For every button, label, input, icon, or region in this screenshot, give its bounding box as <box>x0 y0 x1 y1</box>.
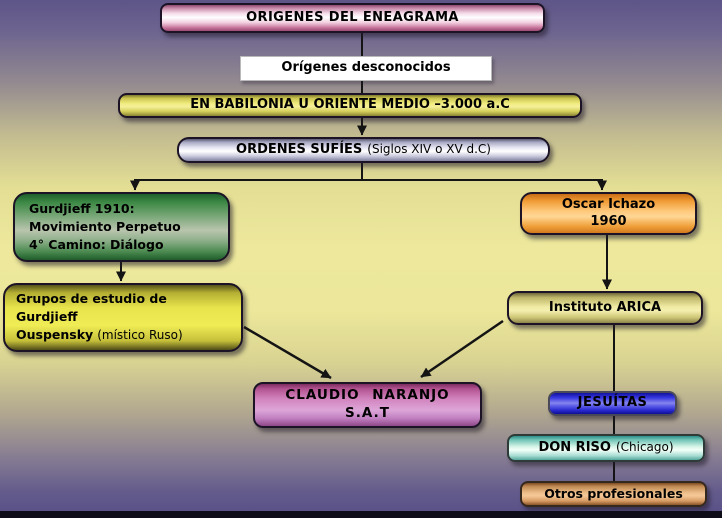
node-grupos-estudio-line3-detail: (místico Ruso) <box>97 328 183 343</box>
node-otros-profesionales-label: Otros profesionales <box>544 485 683 501</box>
connector-arica-to-naranjo-arrow <box>420 319 504 379</box>
node-otros-profesionales: Otros profesionales <box>520 481 707 507</box>
node-claudio-naranjo: CLAUDIO NARANJO S.A.T <box>253 382 482 428</box>
node-oscar-ichazo-line2: 1960 <box>590 213 627 229</box>
node-oscar-ichazo-line1: Oscar Ichazo <box>561 196 656 212</box>
node-don-riso-label: DON RISO <box>538 439 611 455</box>
node-claudio-naranjo-line1: CLAUDIO NARANJO <box>285 387 450 404</box>
node-grupos-estudio-line2: Gurdjieff <box>16 309 78 325</box>
node-gurdjieff-line2: Movimiento Perpetuo <box>29 218 181 234</box>
node-origenes-desconocidos: Orígenes desconocidos <box>240 56 492 81</box>
connector-study-to-naranjo-arrow <box>243 325 332 380</box>
node-babilonia-label: EN BABILONIA U ORIENTE MEDIO –3.000 a.C <box>190 97 510 113</box>
node-instituto-arica-label: Instituto ARICA <box>548 299 662 315</box>
node-instituto-arica: Instituto ARICA <box>507 291 703 325</box>
node-gurdjieff-line1: Gurdjieff 1910: <box>29 200 135 216</box>
node-grupos-estudio-line1: Grupos de estudio de <box>16 291 167 307</box>
node-gurdjieff: Gurdjieff 1910: Movimiento Perpetuo 4° C… <box>13 192 230 262</box>
node-claudio-naranjo-line2: S.A.T <box>345 405 390 421</box>
node-babilonia: EN BABILONIA U ORIENTE MEDIO –3.000 a.C <box>118 93 582 118</box>
node-origenes-desconocidos-label: Orígenes desconocidos <box>281 60 451 76</box>
node-don-riso-detail: (Chicago) <box>615 440 674 455</box>
node-ordenes-sufies-label: ORDENES SUFÍES <box>236 141 363 157</box>
node-origenes-eneagrama-label: ORIGENES DEL ENEAGRAMA <box>246 9 459 25</box>
node-ordenes-sufies-detail: (Siglos XIV o XV d.C) <box>367 142 491 157</box>
node-jesuitas-label: JESUÍTAS <box>577 395 648 411</box>
node-origenes-eneagrama: ORIGENES DEL ENEAGRAMA <box>160 3 545 33</box>
node-don-riso: DON RISO (Chicago) <box>507 434 705 462</box>
node-grupos-estudio-line3-name: Ouspensky <box>16 327 94 343</box>
node-ordenes-sufies: ORDENES SUFÍES (Siglos XIV o XV d.C) <box>177 137 550 163</box>
bottom-border-bar <box>0 511 722 518</box>
node-jesuitas: JESUÍTAS <box>548 391 677 416</box>
node-grupos-estudio-line3: Ouspensky(místico Ruso) <box>16 326 183 344</box>
node-oscar-ichazo: Oscar Ichazo 1960 <box>520 192 697 235</box>
node-grupos-estudio: Grupos de estudio de Gurdjieff Ouspensky… <box>3 283 243 352</box>
node-gurdjieff-line3: 4° Camino: Diálogo <box>29 237 164 253</box>
